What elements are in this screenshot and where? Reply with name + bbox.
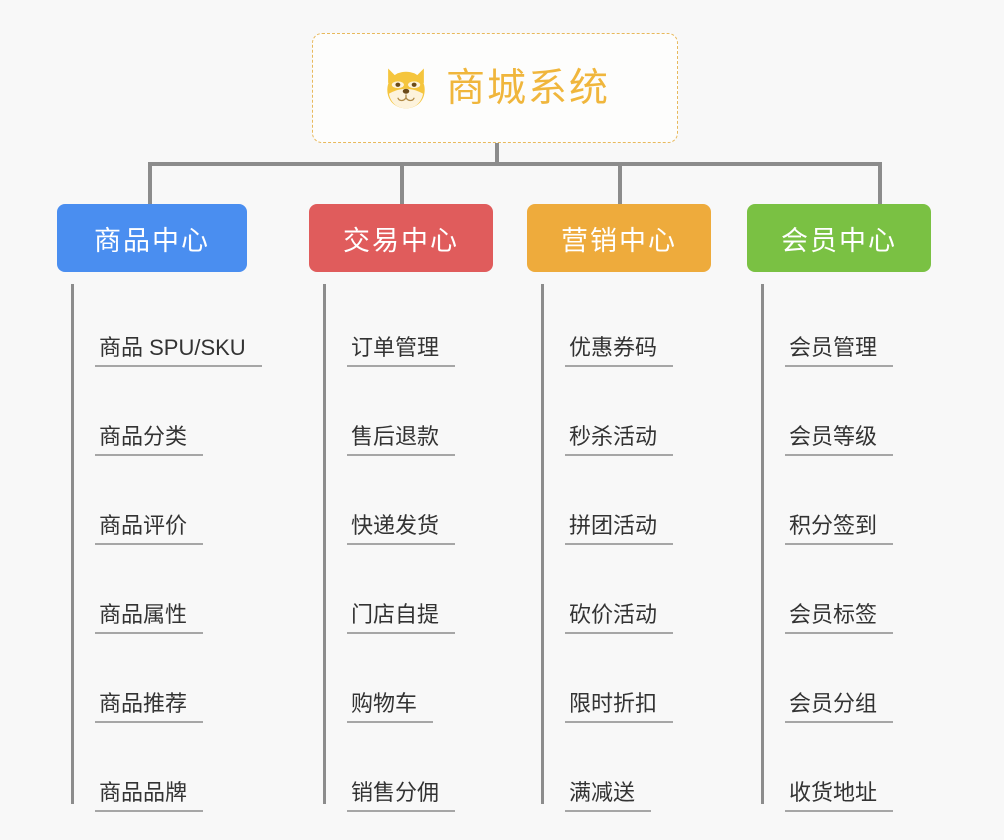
list-item[interactable]: 积分签到 [763, 462, 931, 551]
list-item[interactable]: 限时折扣 [543, 640, 711, 729]
leaf-label: 商品推荐 [95, 691, 204, 723]
list-item[interactable]: 订单管理 [325, 284, 493, 373]
list-item[interactable]: 优惠券码 [543, 284, 711, 373]
category-column-product: 商品中心 商品 SPU/SKU 商品分类 商品评价 商品属性 商品推荐 商品品牌 [57, 204, 262, 818]
branch-member: 会员管理 会员等级 积分签到 会员标签 会员分组 收货地址 [747, 284, 931, 818]
connector-horizontal-bus [148, 162, 882, 166]
list-item[interactable]: 砍价活动 [543, 551, 711, 640]
category-column-member: 会员中心 会员管理 会员等级 积分签到 会员标签 会员分组 收货地址 [747, 204, 931, 818]
leaf-label: 秒杀活动 [565, 424, 674, 456]
shiba-dog-face-icon [380, 62, 432, 114]
branch-trunk [71, 284, 74, 804]
leaf-label: 优惠券码 [565, 335, 674, 367]
list-item[interactable]: 满减送 [543, 729, 711, 818]
leaf-label: 拼团活动 [565, 513, 674, 545]
list-item[interactable]: 会员分组 [763, 640, 931, 729]
list-item[interactable]: 购物车 [325, 640, 493, 729]
branch-trunk [761, 284, 764, 804]
root-node[interactable]: 商城系统 [312, 33, 678, 143]
leaf-label: 门店自提 [347, 602, 456, 634]
leaf-label: 销售分佣 [347, 780, 456, 812]
list-item[interactable]: 会员标签 [763, 551, 931, 640]
leaf-label: 商品 SPU/SKU [95, 335, 262, 367]
category-header-label: 交易中心 [343, 225, 459, 256]
connector-drop-1 [148, 162, 152, 206]
branch-product: 商品 SPU/SKU 商品分类 商品评价 商品属性 商品推荐 商品品牌 [57, 284, 262, 818]
list-item[interactable]: 门店自提 [325, 551, 493, 640]
list-item[interactable]: 售后退款 [325, 373, 493, 462]
list-item[interactable]: 商品分类 [73, 373, 247, 462]
category-header-label: 会员中心 [781, 225, 897, 256]
connector-drop-3 [618, 162, 622, 206]
list-item[interactable]: 会员管理 [763, 284, 931, 373]
category-header-product[interactable]: 商品中心 [57, 204, 247, 272]
category-column-marketing: 营销中心 优惠券码 秒杀活动 拼团活动 砍价活动 限时折扣 满减送 [527, 204, 711, 818]
list-item[interactable]: 商品品牌 [73, 729, 247, 818]
category-header-label: 营销中心 [561, 225, 677, 256]
leaf-label: 商品属性 [95, 602, 204, 634]
category-column-trade: 交易中心 订单管理 售后退款 快递发货 门店自提 购物车 销售分佣 [309, 204, 493, 818]
leaf-label: 满减送 [565, 780, 652, 812]
list-item[interactable]: 秒杀活动 [543, 373, 711, 462]
list-item[interactable]: 商品 SPU/SKU [73, 284, 262, 373]
connector-drop-2 [400, 162, 404, 206]
root-title: 商城系统 [445, 66, 610, 110]
branch-trunk [541, 284, 544, 804]
category-header-label: 商品中心 [94, 225, 210, 256]
list-item[interactable]: 拼团活动 [543, 462, 711, 551]
leaf-label: 会员分组 [785, 691, 894, 723]
list-item[interactable]: 商品推荐 [73, 640, 247, 729]
list-item[interactable]: 商品属性 [73, 551, 247, 640]
list-item[interactable]: 销售分佣 [325, 729, 493, 818]
connector-root-stem [495, 143, 499, 164]
list-item[interactable]: 收货地址 [763, 729, 931, 818]
branch-trunk [323, 284, 326, 804]
leaf-label: 商品评价 [95, 513, 204, 545]
leaf-label: 快递发货 [347, 513, 456, 545]
leaf-label: 订单管理 [347, 335, 456, 367]
leaf-label: 积分签到 [785, 513, 894, 545]
connector-drop-4 [878, 162, 882, 206]
branch-trade: 订单管理 售后退款 快递发货 门店自提 购物车 销售分佣 [309, 284, 493, 818]
leaf-label: 收货地址 [785, 780, 894, 812]
leaf-label: 限时折扣 [565, 691, 674, 723]
leaf-label: 售后退款 [347, 424, 456, 456]
leaf-label: 会员标签 [785, 602, 894, 634]
leaf-label: 会员管理 [785, 335, 894, 367]
list-item[interactable]: 会员等级 [763, 373, 931, 462]
leaf-label: 商品品牌 [95, 780, 204, 812]
leaf-label: 商品分类 [95, 424, 204, 456]
leaf-label: 砍价活动 [565, 602, 674, 634]
list-item[interactable]: 商品评价 [73, 462, 247, 551]
leaf-label: 会员等级 [785, 424, 894, 456]
list-item[interactable]: 快递发货 [325, 462, 493, 551]
category-header-trade[interactable]: 交易中心 [309, 204, 493, 272]
branch-marketing: 优惠券码 秒杀活动 拼团活动 砍价活动 限时折扣 满减送 [527, 284, 711, 818]
category-header-marketing[interactable]: 营销中心 [527, 204, 711, 272]
category-header-member[interactable]: 会员中心 [747, 204, 931, 272]
leaf-label: 购物车 [347, 691, 434, 723]
